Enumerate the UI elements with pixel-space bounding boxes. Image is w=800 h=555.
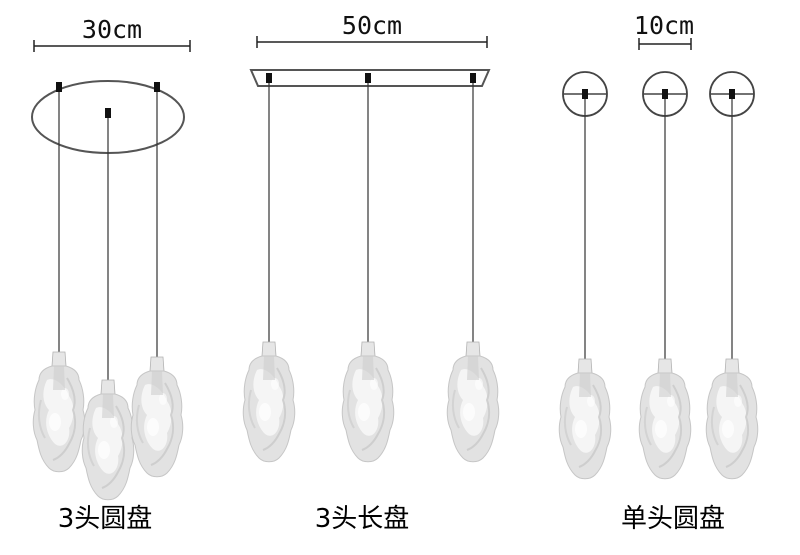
glass-pendant — [32, 351, 86, 473]
dimension-line-10cm — [638, 38, 692, 50]
dimension-label: 50cm — [342, 11, 402, 40]
dimension-label: 10cm — [634, 11, 694, 40]
cord-clip — [105, 108, 111, 118]
cord-clip — [470, 73, 476, 83]
glass-pendant — [242, 341, 296, 463]
glass-pendant — [341, 341, 395, 463]
caption-linear-3: 3头长盘 — [315, 504, 410, 534]
cord-clip — [154, 82, 160, 92]
group-linear-3: 50cm 3头长盘 — [242, 11, 500, 534]
glass-pendant — [81, 379, 135, 501]
dimension-line-50cm — [256, 36, 488, 48]
cord-clip — [365, 73, 371, 83]
linear-canopy-plate — [249, 69, 491, 87]
glass-pendant — [446, 341, 500, 463]
glass-pendant — [638, 358, 692, 480]
cord-clip — [56, 82, 62, 92]
caption-round-3: 3头圆盘 — [58, 504, 153, 534]
dimension-label: 30cm — [82, 15, 142, 44]
glass-pendant — [705, 358, 759, 480]
cord-clip — [266, 73, 272, 83]
dimension-line-30cm — [33, 40, 191, 52]
glass-pendant — [130, 356, 184, 478]
group-round-3: 30cm 3头圆盘 — [31, 15, 191, 534]
glass-pendant — [558, 358, 612, 480]
group-single: 10cm 单头圆盘 — [558, 11, 759, 534]
caption-single: 单头圆盘 — [621, 504, 725, 534]
